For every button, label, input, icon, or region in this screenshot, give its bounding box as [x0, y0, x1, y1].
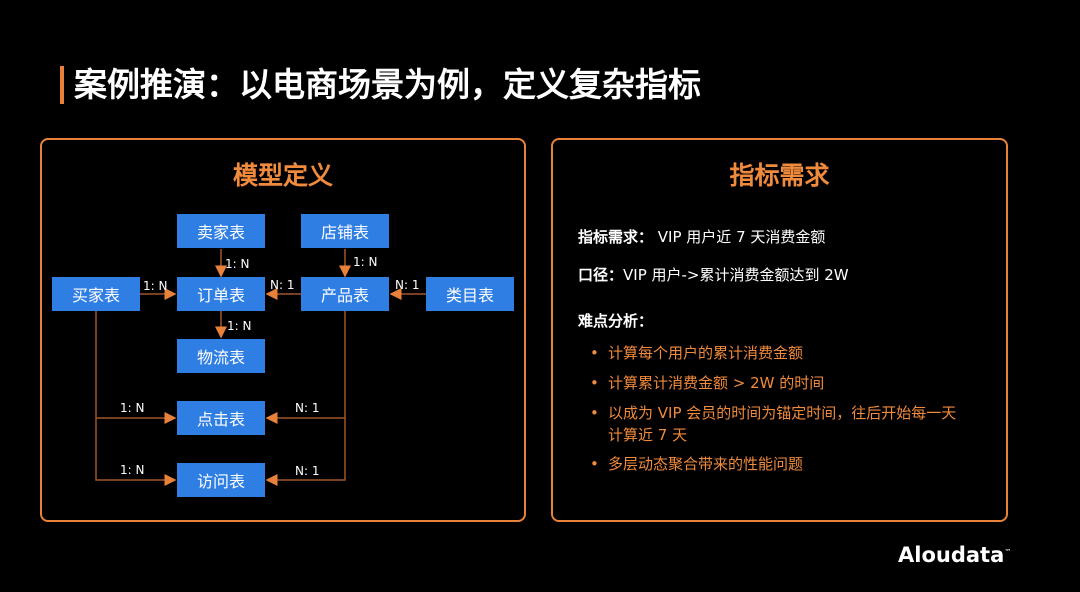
relation-label: N: 1 — [270, 278, 295, 292]
table-product: 产品表 — [301, 277, 389, 311]
relation-label: 1: N — [225, 257, 250, 271]
bullet-text: 计算每个用户的累计消费金额 — [608, 344, 804, 362]
edge-buyer-visit — [95, 311, 177, 486]
relation-label: 1: N — [120, 463, 145, 477]
slide-title: 案例推演：以电商场景为例，定义复杂指标 — [60, 66, 701, 104]
metric-requirement-panel: 指标需求 — [551, 138, 1008, 522]
table-order: 订单表 — [177, 277, 265, 311]
bullet-item: •以成为 VIP 会员的时间为锚定时间，往后开始每一天计算近 7 天 — [590, 402, 965, 446]
trademark: ™ — [1004, 548, 1012, 556]
panel-title: 指标需求 — [729, 161, 830, 190]
relation-label: N: 1 — [395, 278, 420, 292]
bullet-text: 多层动态聚合带来的性能问题 — [608, 455, 804, 473]
model-definition-panel: 模型定义 — [40, 138, 526, 522]
requirement-value: VIP 用户近 7 天消费金额 — [657, 228, 826, 246]
relation-label: 1: N — [227, 319, 252, 333]
brand-logo: Aloudata™ — [898, 543, 1011, 567]
relation-label: N: 1 — [295, 464, 320, 478]
table-shop: 店铺表 — [301, 214, 389, 248]
bullet-item: •计算累计消费金额 > 2W 的时间 — [590, 372, 970, 394]
relation-label: 1: N — [353, 255, 378, 269]
requirement-line: 指标需求： VIP 用户近 7 天消费金额 — [578, 226, 825, 247]
caliber-value: VIP 用户->累计消费金额达到 2W — [623, 266, 849, 284]
bullet-item: •计算每个用户的累计消费金额 — [590, 342, 970, 364]
relation-label: 1: N — [120, 401, 145, 415]
panel-title: 模型定义 — [232, 161, 333, 190]
requirement-label: 指标需求： — [578, 228, 654, 246]
bullet-item: •多层动态聚合带来的性能问题 — [590, 453, 970, 475]
edge-product-visit — [265, 311, 346, 486]
difficulty-heading: 难点分析： — [578, 310, 653, 331]
bullet-text: 以成为 VIP 会员的时间为锚定时间，往后开始每一天计算近 7 天 — [608, 404, 957, 444]
table-click: 点击表 — [177, 401, 265, 435]
caliber-label: 口径： — [578, 266, 624, 284]
table-seller: 卖家表 — [177, 214, 265, 248]
table-buyer: 买家表 — [52, 277, 140, 311]
table-logistics: 物流表 — [177, 339, 265, 373]
logo-text: Aloudata — [898, 543, 1005, 567]
relation-label: N: 1 — [295, 401, 320, 415]
caliber-line: 口径：VIP 用户->累计消费金额达到 2W — [578, 264, 849, 285]
relation-label: 1: N — [143, 279, 168, 293]
bullet-text: 计算累计消费金额 > 2W 的时间 — [608, 374, 825, 392]
table-visit: 访问表 — [177, 463, 265, 497]
difficulty-label: 难点分析： — [578, 312, 654, 330]
table-category: 类目表 — [426, 277, 514, 311]
